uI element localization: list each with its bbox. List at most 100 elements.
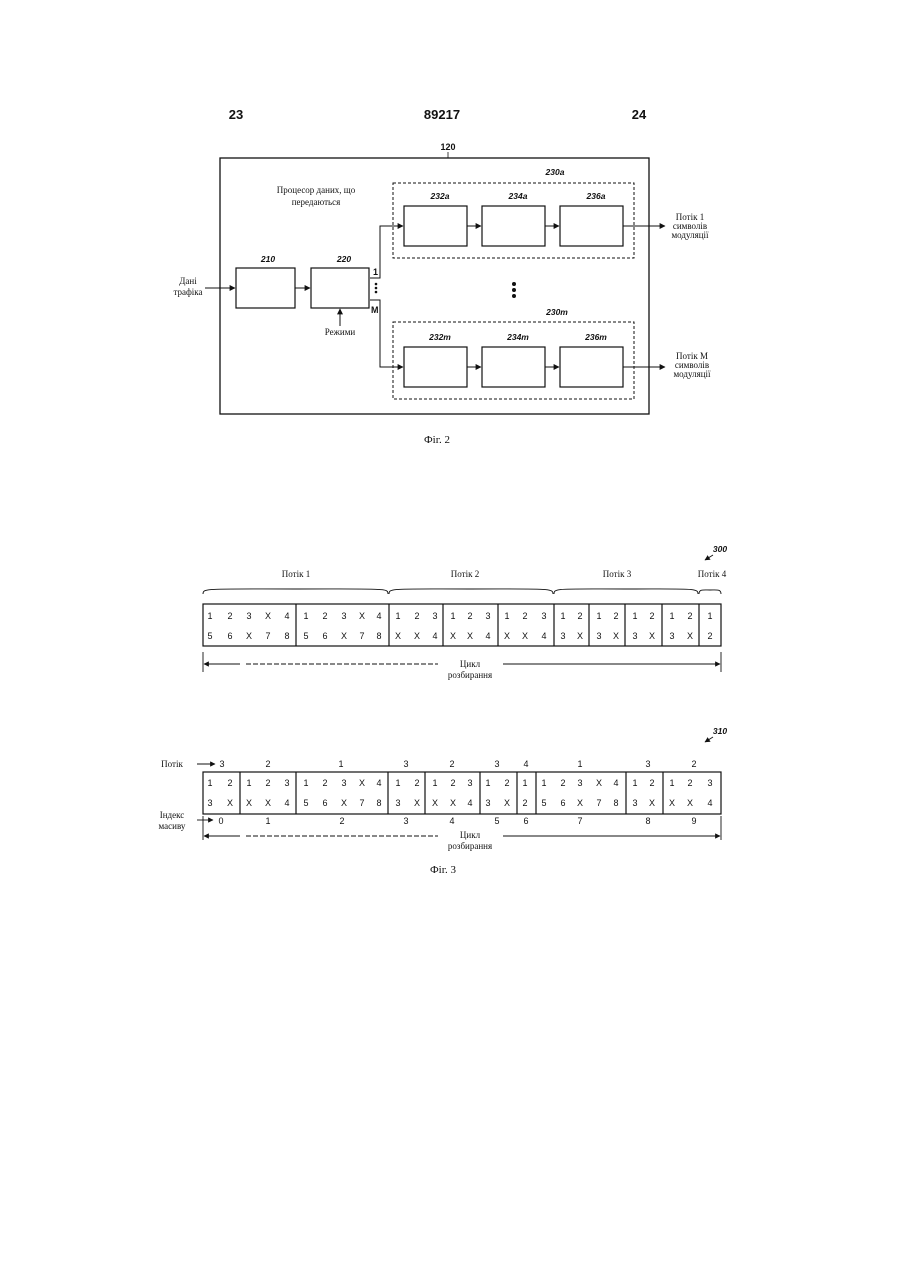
block-232a — [404, 206, 467, 246]
block-232m — [404, 347, 467, 387]
stream-layout-cell: 2 — [227, 611, 232, 621]
array-layout-cell: X — [359, 778, 365, 788]
array-layout-cell: 3 — [284, 778, 289, 788]
figure-3-array-layout: 310 Потік 3213234132 12123123X4121231211… — [159, 726, 728, 876]
stream-layout-cell: 1 — [395, 611, 400, 621]
stream-layout-cell: 4 — [541, 631, 546, 641]
array-layout-cell: X — [227, 798, 233, 808]
processor-title-line2: передаються — [292, 197, 341, 207]
array-layout-cell: 1 — [541, 778, 546, 788]
array-layout-cell: 5 — [541, 798, 546, 808]
brace-stream-3 — [554, 589, 698, 594]
array-layout-cell: X — [432, 798, 438, 808]
ref-230m: 230m — [545, 307, 568, 317]
ref-236m: 236m — [584, 332, 607, 342]
page-number-right: 24 — [632, 107, 647, 122]
stream-layout-cell: X — [414, 631, 420, 641]
array-layout-cell: 3 — [485, 798, 490, 808]
array-layout-cell: 1 — [485, 778, 490, 788]
stream-layout-cell: 3 — [669, 631, 674, 641]
array-layout-cell: 1 — [303, 778, 308, 788]
array-layout-cell: 4 — [284, 798, 289, 808]
figure-2-caption: Фіг. 2 — [424, 434, 450, 446]
ref-232m: 232m — [428, 332, 451, 342]
stream-layout-cell: 1 — [560, 611, 565, 621]
array-layout-cell: 3 — [707, 778, 712, 788]
array-layout-cell: 2 — [414, 778, 419, 788]
array-index-label-line2: масиву — [159, 821, 186, 831]
stream-layout-cell: 3 — [596, 631, 601, 641]
array-index: 4 — [449, 816, 454, 826]
ref-310: 310 — [713, 726, 727, 736]
array-layout-cell: 1 — [669, 778, 674, 788]
array-index: 3 — [403, 816, 408, 826]
input-label-line2: трафіка — [173, 287, 202, 297]
stream-number: 2 — [691, 759, 696, 769]
stream-layout-cell: 2 — [322, 611, 327, 621]
figure-3-stream-layout: 300 Потік 1 Потік 2 Потік 3 Потік 4 123X… — [203, 544, 727, 680]
array-index: 1 — [265, 816, 270, 826]
output-M-label: M — [371, 305, 379, 315]
array-layout-cell: 3 — [341, 778, 346, 788]
stream-layout-cell: X — [522, 631, 528, 641]
array-layout-cell: X — [246, 798, 252, 808]
stream-number: 3 — [219, 759, 224, 769]
stream-layout-cell: X — [577, 631, 583, 641]
stream-2-title: Потік 2 — [451, 569, 479, 579]
array-layout-cell: 1 — [522, 778, 527, 788]
array-layout-cell: 1 — [632, 778, 637, 788]
stream-layout-cell: 4 — [376, 611, 381, 621]
array-layout-cell: 2 — [450, 778, 455, 788]
stream-layout-cell: X — [467, 631, 473, 641]
brace-stream-1 — [203, 589, 388, 594]
block-210 — [236, 268, 295, 308]
stream-layout-cell: 2 — [522, 611, 527, 621]
stream-layout-cell: 2 — [467, 611, 472, 621]
array-layout-cell: 3 — [632, 798, 637, 808]
stream-layout-cell: 3 — [485, 611, 490, 621]
block-234m — [482, 347, 545, 387]
array-layout-cell: 2 — [322, 778, 327, 788]
array-layout-cell: 7 — [359, 798, 364, 808]
page-number-left: 23 — [229, 107, 243, 122]
figure-2: 120 Процесор даних, що передаються Дані … — [173, 142, 711, 446]
stream-layout-cell: 4 — [284, 611, 289, 621]
stream-layout-cell: 3 — [432, 611, 437, 621]
stream-layout-cell: 2 — [649, 611, 654, 621]
document-number: 89217 — [424, 107, 460, 122]
array-layout-cell: 3 — [577, 778, 582, 788]
array-layout-cell: X — [649, 798, 655, 808]
stream-layout-cell: 1 — [303, 611, 308, 621]
array-layout-cell: 2 — [560, 778, 565, 788]
array-index: 9 — [691, 816, 696, 826]
array-layout-cell: 3 — [395, 798, 400, 808]
output-1-label: 1 — [373, 267, 378, 277]
block-220 — [311, 268, 369, 308]
ref-300: 300 — [713, 544, 727, 554]
stream-layout-cell: 1 — [504, 611, 509, 621]
array-layout-cell: 4 — [707, 798, 712, 808]
stream-number: 3 — [403, 759, 408, 769]
stream-number: 2 — [449, 759, 454, 769]
stream-number: 1 — [577, 759, 582, 769]
array-layout-cell: 3 — [467, 778, 472, 788]
stream-1-title: Потік 1 — [282, 569, 310, 579]
array-layout-cell: X — [341, 798, 347, 808]
stream-layout-cell: 3 — [246, 611, 251, 621]
figure-3-caption: Фіг. 3 — [430, 864, 457, 876]
array-layout-cell: X — [596, 778, 602, 788]
stream-layout-cell: 2 — [414, 611, 419, 621]
stream-number: 2 — [265, 759, 270, 769]
stream-layout-cell: X — [395, 631, 401, 641]
array-layout-table — [203, 772, 721, 814]
stream-layout-cell: 1 — [669, 611, 674, 621]
ref-120: 120 — [440, 142, 455, 152]
array-layout-cell: 5 — [303, 798, 308, 808]
array-layout-cell: X — [265, 798, 271, 808]
stream-layout-cell: 3 — [541, 611, 546, 621]
array-layout-cell: 3 — [207, 798, 212, 808]
stream-number: 4 — [523, 759, 528, 769]
stream-layout-cell: X — [687, 631, 693, 641]
array-layout-cell: 1 — [395, 778, 400, 788]
